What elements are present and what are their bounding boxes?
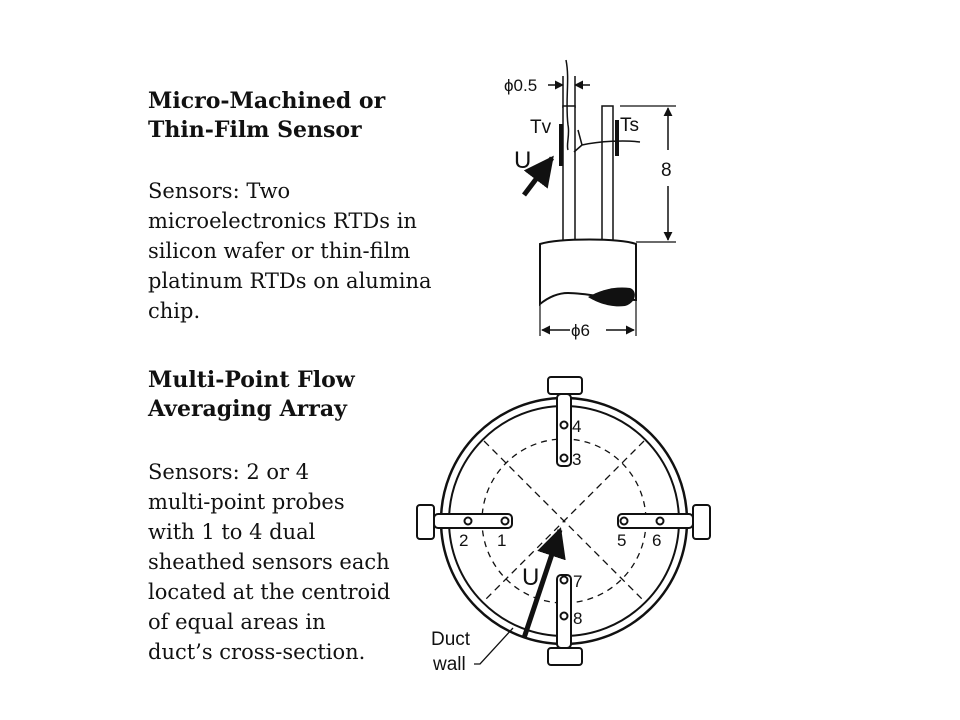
probe-bottom-cap bbox=[547, 647, 583, 666]
height-dim-label: 8 bbox=[661, 160, 672, 181]
sensor-desc-line: silicon wafer or thin-film bbox=[148, 239, 411, 263]
sensor-number-2: 2 bbox=[459, 531, 468, 550]
sensor-point-8 bbox=[559, 611, 569, 621]
handwritten-annotation-arrow bbox=[573, 129, 641, 153]
velocity-probe-wire bbox=[562, 105, 576, 243]
sensor-number-7: 7 bbox=[573, 572, 582, 591]
probe-label-ts: Ts bbox=[620, 115, 639, 136]
sensor-title-line1: Micro-Machined or bbox=[148, 88, 386, 114]
sensor-point-2 bbox=[463, 516, 473, 526]
probe-left-cap bbox=[416, 504, 435, 540]
sensor-title-line2: Thin-Film Sensor bbox=[148, 117, 362, 143]
array-velocity-arrow bbox=[521, 527, 566, 639]
sensor-point-1 bbox=[500, 516, 510, 526]
array-description: Sensors: 2 or 4 multi-point probes with … bbox=[148, 457, 390, 667]
array-desc-line: multi-point probes bbox=[148, 490, 345, 514]
probe-top-cap bbox=[547, 376, 583, 395]
sensor-velocity-label: U bbox=[514, 147, 531, 174]
array-desc-line: with 1 to 4 dual bbox=[148, 520, 316, 544]
probe-left-stem bbox=[433, 513, 513, 529]
sensor-number-5: 5 bbox=[617, 531, 626, 550]
sensor-number-6: 6 bbox=[652, 531, 661, 550]
sensor-number-4: 4 bbox=[572, 417, 581, 436]
velocity-rtd-element bbox=[559, 124, 563, 166]
array-title-line2: Averaging Array bbox=[148, 396, 347, 422]
sensor-point-3 bbox=[559, 453, 569, 463]
array-desc-line: Sensors: 2 or 4 bbox=[148, 460, 310, 484]
sensor-desc-line: Sensors: Two bbox=[148, 179, 291, 203]
array-title: Multi-Point Flow Averaging Array bbox=[148, 366, 355, 424]
duct-label-line1: Duct bbox=[431, 629, 471, 650]
probe-label-tv: Tv bbox=[530, 117, 552, 138]
sensor-number-8: 8 bbox=[573, 609, 582, 628]
sensor-description: Sensors: Two microelectronics RTDs in si… bbox=[148, 176, 432, 326]
temperature-rtd-element bbox=[615, 120, 619, 156]
array-title-line1: Multi-Point Flow bbox=[148, 367, 355, 393]
array-desc-line: duct’s cross-section. bbox=[148, 640, 366, 664]
sensor-point-7 bbox=[559, 575, 569, 585]
array-desc-line: of equal areas in bbox=[148, 610, 326, 634]
handwritten-annotation bbox=[565, 59, 570, 151]
probe-top-stem bbox=[556, 393, 572, 467]
array-velocity-label: U bbox=[522, 564, 539, 591]
duct-label-leader bbox=[474, 627, 514, 665]
array-diagram: 4 3 2 1 5 6 7 8 U Duct wall bbox=[416, 376, 711, 675]
sensor-number-1: 1 bbox=[497, 531, 506, 550]
sensor-desc-line: chip. bbox=[148, 299, 201, 323]
dashed-diagonal bbox=[483, 440, 645, 602]
sensor-number-3: 3 bbox=[572, 450, 581, 469]
sensor-point-4 bbox=[559, 420, 569, 430]
array-desc-line: located at the centroid bbox=[148, 580, 391, 604]
sensor-desc-line: microelectronics RTDs in bbox=[148, 209, 417, 233]
sensor-desc-line: platinum RTDs on alumina bbox=[148, 269, 432, 293]
duct-label-line2: wall bbox=[432, 654, 466, 675]
probe-right-cap bbox=[692, 504, 711, 540]
base-diameter-label: ϕ6 bbox=[571, 321, 590, 340]
sensor-point-6 bbox=[655, 516, 665, 526]
temperature-probe-wire bbox=[601, 105, 614, 243]
sensor-diagram: ϕ0.5 Tv Ts U 8 ϕ6 bbox=[504, 59, 676, 340]
array-desc-line: sheathed sensors each bbox=[148, 550, 390, 574]
sensor-title: Micro-Machined or Thin-Film Sensor bbox=[148, 87, 385, 145]
sensor-velocity-arrow bbox=[522, 155, 554, 197]
sensor-base-shadow bbox=[588, 287, 635, 307]
wire-diameter-label: ϕ0.5 bbox=[504, 76, 537, 95]
sensor-point-5 bbox=[619, 516, 629, 526]
